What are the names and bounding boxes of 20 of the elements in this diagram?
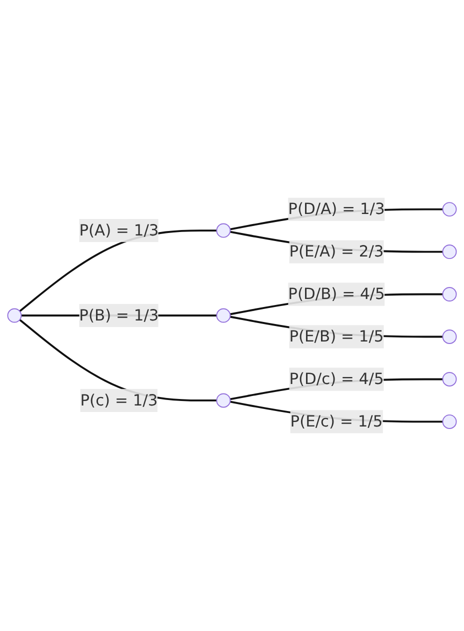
- node-point: [442, 287, 457, 302]
- edge-label: P(B) = 1/3: [79, 306, 159, 324]
- edge-label: P(E/c) = 1/5: [290, 412, 383, 430]
- node-point: [216, 223, 231, 238]
- node-point: [442, 244, 457, 260]
- edge-label: P(c) = 1/3: [80, 390, 158, 410]
- node-point: [442, 372, 457, 386]
- edge-label: P(D/A) = 1/3: [288, 200, 385, 218]
- node-point: [442, 330, 457, 344]
- edge-label: P(D/c) = 4/5: [289, 370, 384, 388]
- node-point: [216, 308, 231, 323]
- node-point: [442, 202, 457, 217]
- node-point: [7, 308, 22, 323]
- edge-label: P(E/B) = 1/5: [289, 327, 384, 346]
- node-point: [216, 393, 231, 408]
- edge-label: P(D/B) = 4/5: [288, 284, 385, 303]
- probability-tree: P(A) = 1/3 P(B) = 1/3 P(c) = 1/3 P(D/A) = 1/3 P(E/A) = 2/3 P(D/B) = 4/5 P(E/B) = 1/5 P(D/c) = 4/5 P(E/c) = 1/5: [0, 190, 464, 441]
- edge-label: P(A) = 1/3: [79, 220, 159, 240]
- node-point: [442, 414, 457, 429]
- edge-label: P(E/A) = 2/3: [289, 242, 384, 260]
